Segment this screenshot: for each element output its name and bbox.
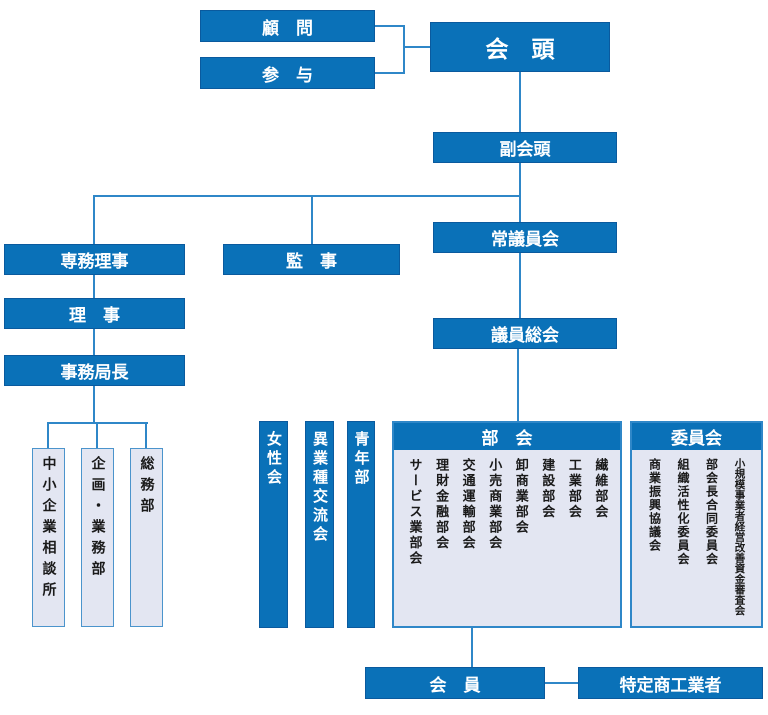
sections-list: 繊維部会 工業部会 建設部会 卸商業部会 小売商業部会 交通運輸部会 理財金融部…: [394, 450, 620, 626]
standing-council-label: 常議員会: [491, 230, 559, 250]
director-label: 理 事: [69, 306, 120, 326]
connector-members-designated: [545, 682, 578, 684]
committee-item: 部会長合同委員会: [704, 458, 719, 566]
auditor-label: 監 事: [286, 252, 337, 272]
connector-assembly-sections: [517, 349, 519, 422]
section-item: 理財金融部会: [433, 458, 449, 551]
box-sme-consultation: 中小企業相談所: [32, 448, 65, 627]
members-label: 会 員: [429, 675, 481, 696]
connector-main-horizontal: [93, 195, 521, 197]
box-counselor: 参 与: [200, 57, 375, 89]
planning-operations-label: 企画・業務部: [89, 456, 106, 582]
connector-advisor-bracket: [403, 25, 405, 74]
connector-secretary-down: [93, 386, 95, 424]
box-president: 会 頭: [430, 22, 610, 72]
connector-sections-members: [471, 628, 473, 668]
section-item: サービス業部会: [406, 458, 422, 567]
box-secretary-general: 事務局長: [4, 355, 185, 386]
committees-header: 委員会: [632, 423, 761, 450]
box-designated-businesses: 特定商工業者: [578, 667, 763, 699]
box-general-assembly: 議員総会: [433, 318, 617, 349]
president-label: 会 頭: [485, 37, 555, 63]
connector-drop-dept-2: [96, 422, 98, 449]
box-general-affairs: 総務部: [130, 448, 163, 627]
box-women-association: 女性会: [259, 421, 288, 628]
committee-item: 組織活性化委員会: [676, 458, 690, 566]
box-youth-division: 青年部: [347, 421, 375, 628]
box-members: 会 員: [365, 667, 545, 699]
vice-president-label: 副会頭: [499, 140, 551, 160]
connector-counselor-right: [375, 72, 404, 74]
sections-header: 部 会: [394, 423, 620, 450]
section-item: 建設部会: [539, 458, 555, 520]
box-director: 理 事: [4, 298, 185, 329]
box-planning-operations: 企画・業務部: [81, 448, 114, 627]
connector-director-secretary: [93, 329, 95, 356]
connector-to-president: [403, 46, 430, 48]
connector-drop-dept-1: [47, 422, 49, 449]
committees-list: 小規模事業者経営改善資金審査会 部会長合同委員会 組織活性化委員会 商業振興協議…: [632, 450, 761, 626]
section-item: 小売商業部会: [486, 458, 502, 551]
counselor-label: 参 与: [262, 65, 313, 86]
advisor-label: 顧 問: [262, 18, 313, 39]
sme-consultation-label: 中小企業相談所: [40, 456, 57, 603]
box-vice-president: 副会頭: [433, 132, 617, 163]
section-item: 交通運輸部会: [459, 458, 475, 551]
secretary-general-label: 事務局長: [60, 363, 129, 383]
connector-council-assembly: [519, 253, 521, 319]
box-auditor: 監 事: [223, 244, 400, 275]
connector-president-down: [519, 72, 521, 132]
committee-item: 小規模事業者経営改善資金審査会: [733, 458, 746, 616]
panel-committees: 委員会 小規模事業者経営改善資金審査会 部会長合同委員会 組織活性化委員会 商業…: [630, 421, 763, 628]
designated-businesses-label: 特定商工業者: [619, 675, 722, 696]
connector-drop-exec-director: [93, 195, 95, 245]
connector-drop-dept-3: [145, 422, 147, 449]
cross-industry-exchange-label: 異業種交流会: [311, 431, 329, 545]
connector-exec-director: [93, 275, 95, 299]
section-item: 繊維部会: [592, 458, 608, 520]
connector-vice-president-down: [519, 163, 521, 223]
box-cross-industry-exchange: 異業種交流会: [305, 421, 334, 628]
women-association-label: 女性会: [265, 431, 283, 488]
section-item: 工業部会: [565, 458, 581, 520]
youth-division-label: 青年部: [352, 431, 371, 488]
executive-director-label: 専務理事: [60, 252, 129, 272]
box-executive-director: 専務理事: [4, 244, 185, 275]
panel-sections: 部 会 繊維部会 工業部会 建設部会 卸商業部会 小売商業部会 交通運輸部会 理…: [392, 421, 622, 628]
box-standing-council: 常議員会: [433, 222, 617, 253]
committee-item: 商業振興協議会: [647, 458, 662, 553]
section-item: 卸商業部会: [512, 458, 528, 536]
connector-drop-auditor: [311, 195, 313, 245]
general-assembly-label: 議員総会: [491, 326, 559, 346]
general-affairs-label: 総務部: [138, 456, 155, 519]
box-advisor: 顧 問: [200, 10, 375, 42]
connector-advisor-right: [375, 25, 404, 27]
